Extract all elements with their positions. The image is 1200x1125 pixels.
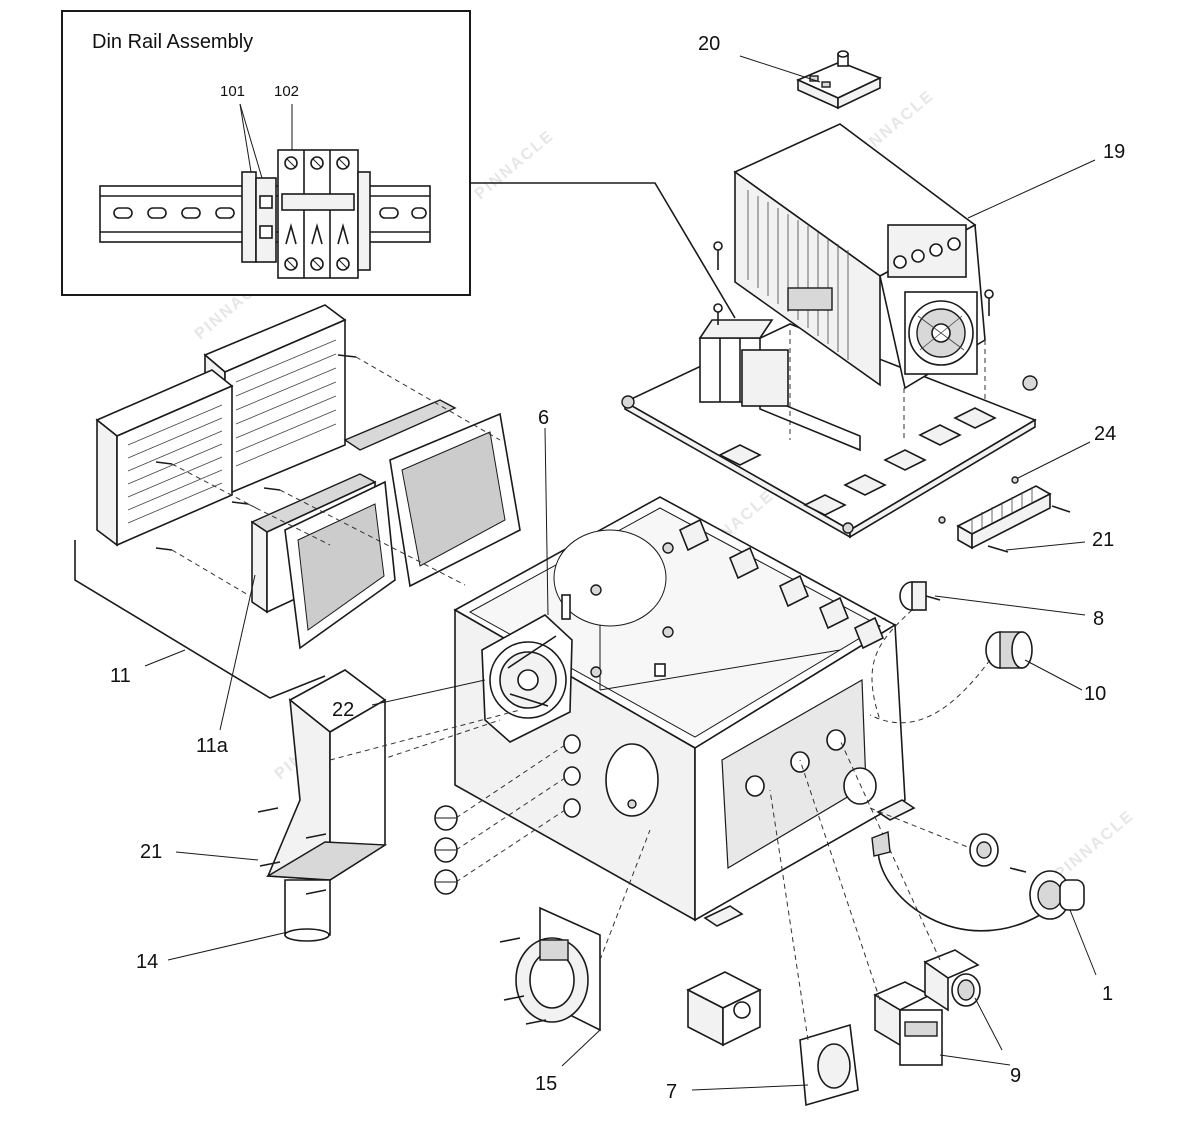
terminal-block-101	[241, 171, 277, 263]
label-102: 102	[274, 83, 299, 100]
callout-15: 15	[535, 1073, 557, 1095]
watermark: PINNACLE	[472, 127, 558, 203]
enclosure-box	[453, 496, 916, 927]
callout-24: 24	[1094, 423, 1116, 445]
hole-plugs	[434, 744, 566, 895]
selector-switch-9	[799, 739, 981, 1066]
callout-20: 20	[698, 33, 720, 55]
callout-8: 8	[1093, 608, 1104, 630]
leader-lines	[144, 55, 1097, 1091]
callout-11a: 11a	[196, 735, 229, 757]
callout-6: 6	[538, 407, 549, 429]
plate-din-rail	[698, 319, 861, 452]
keypad-20	[796, 50, 882, 110]
disconnect-switch-7	[686, 789, 859, 1107]
callout-19: 19	[1103, 141, 1125, 163]
leader-101b	[239, 103, 253, 179]
vfd-drive-19	[713, 123, 994, 390]
callout-labels: 20 19 24 21 6 8 10 11 11a 22 21 14 15 7 …	[110, 33, 1125, 1103]
watermark: PINNACLE	[1052, 807, 1138, 883]
callout-9: 9	[1010, 1065, 1021, 1087]
callout-1: 1	[1102, 983, 1113, 1005]
rain-hood-14	[257, 669, 521, 942]
din-rail-inset: Din Rail Assembly 101 102	[61, 10, 471, 296]
inset-connector	[470, 182, 736, 319]
label-101: 101	[220, 83, 245, 100]
terminal-strip-24	[938, 476, 1071, 553]
fan-filter-11	[95, 304, 521, 650]
potentiometer-8	[871, 581, 941, 721]
inset-title: Din Rail Assembly	[92, 31, 253, 53]
knob-10	[869, 631, 1033, 724]
cable-connector-1	[869, 807, 1085, 932]
circuit-breaker-102	[277, 149, 371, 279]
fan-22	[481, 594, 573, 743]
callout-21: 21	[140, 841, 162, 863]
callout-7: 7	[666, 1081, 677, 1103]
callout-22: 22	[332, 699, 354, 721]
cable-tie-bases	[718, 407, 997, 516]
callout-11: 11	[110, 665, 131, 687]
callout-21: 21	[1092, 529, 1114, 551]
louvers	[127, 339, 337, 524]
callout-10: 10	[1084, 683, 1106, 705]
leader-101	[239, 103, 263, 179]
callout-14: 14	[136, 951, 158, 973]
group-bracket-11	[74, 540, 326, 699]
